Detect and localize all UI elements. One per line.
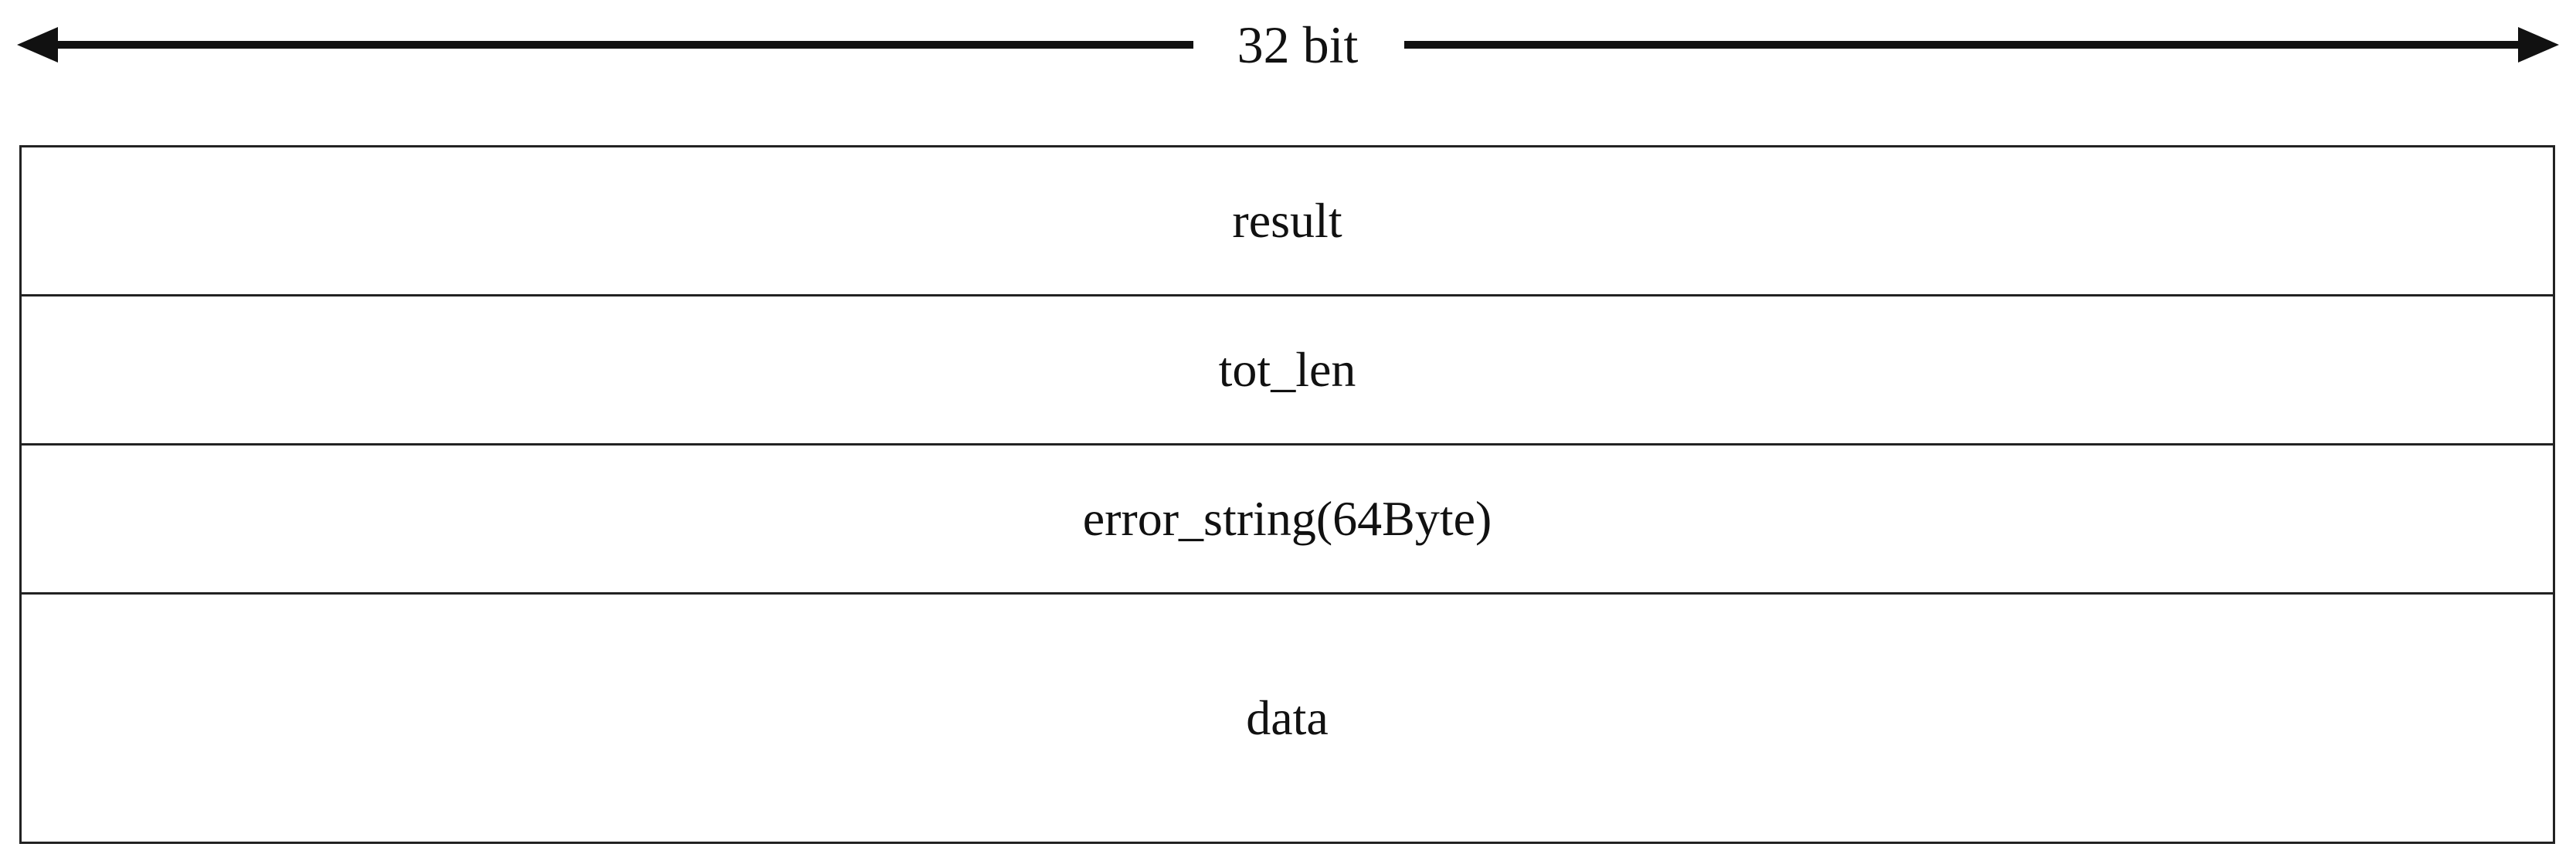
field-label: error_string(64Byte): [1082, 491, 1492, 546]
left-arrowhead-icon: [17, 27, 58, 63]
double-arrow: [17, 27, 2559, 63]
field-label: data: [1246, 690, 1329, 745]
field-row-tot-len: tot_len: [22, 296, 2553, 446]
right-arrowhead-icon: [2518, 27, 2559, 63]
width-label: 32 bit: [1193, 6, 1402, 83]
packet-field-table: result tot_len error_string(64Byte) data: [19, 145, 2555, 844]
field-row-error-string: error_string(64Byte): [22, 446, 2553, 595]
field-label: tot_len: [1218, 342, 1356, 397]
field-row-data: data: [22, 595, 2553, 844]
width-indicator: 32 bit: [0, 0, 2576, 93]
field-label: result: [1232, 193, 1342, 248]
field-row-result: result: [22, 147, 2553, 296]
